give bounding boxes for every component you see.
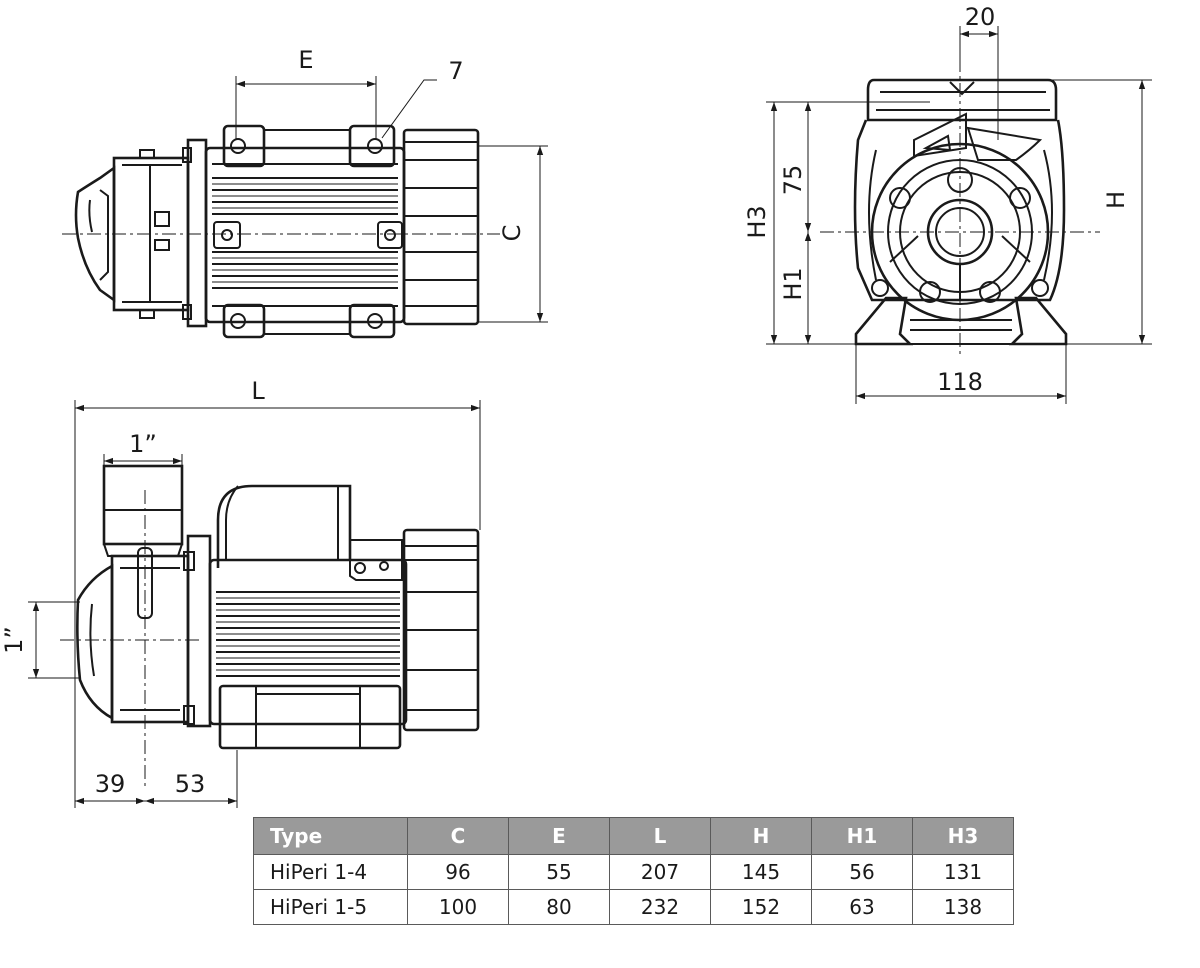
table-header-type: Type [253, 817, 408, 855]
table-header-h1: H1 [811, 817, 913, 855]
table-cell-type: HiPeri 1-5 [253, 889, 408, 925]
dimension-20 [959, 26, 999, 140]
dim-label-1in-side: 1” [0, 626, 28, 654]
dim-label-20: 20 [965, 3, 996, 31]
pump-front-view [820, 58, 1100, 354]
dimensions-table: Type C E L H H1 H3 HiPeri 1-4 96 55 207 … [253, 817, 1014, 925]
dimension-E [235, 76, 377, 140]
dim-label-L: L [251, 377, 265, 405]
table-header-row: Type C E L H H1 H3 [253, 817, 1014, 855]
table-header-h3: H3 [912, 817, 1014, 855]
dim-label-53: 53 [175, 770, 206, 798]
dimension-39-53 [74, 600, 238, 808]
table-header-h: H [710, 817, 812, 855]
table-cell-c: 100 [407, 889, 509, 925]
dimension-1in-top [103, 454, 183, 466]
dimension-H3 [766, 101, 930, 345]
dimension-118 [855, 344, 1067, 404]
dim-label-118: 118 [937, 368, 983, 396]
dim-label-H: H [1102, 191, 1130, 209]
dim-label-75: 75 [779, 165, 807, 196]
dim-label-E: E [298, 46, 313, 74]
motor-fins-top [212, 177, 398, 289]
table-cell-e: 55 [508, 854, 610, 890]
dimension-H [1048, 79, 1152, 345]
table-cell-h1: 63 [811, 889, 913, 925]
table-cell-h3: 138 [912, 889, 1014, 925]
dim-label-7: 7 [448, 57, 463, 85]
dimension-1in-side [28, 601, 80, 679]
table-header-e: E [508, 817, 610, 855]
dim-label-1in-top: 1” [129, 430, 157, 458]
table-cell-h3: 131 [912, 854, 1014, 890]
table-header-c: C [407, 817, 509, 855]
table-cell-l: 207 [609, 854, 711, 890]
table-row: HiPeri 1-4 96 55 207 145 56 131 [253, 854, 1014, 890]
dim-label-C: C [498, 225, 526, 242]
dimension-L [74, 400, 481, 600]
dim-label-H1: H1 [779, 267, 807, 300]
table-cell-h: 152 [710, 889, 812, 925]
table-cell-h1: 56 [811, 854, 913, 890]
motor-fins-side [216, 591, 400, 677]
dim-label-H3: H3 [743, 205, 771, 238]
table-header-l: L [609, 817, 711, 855]
table-cell-h: 145 [710, 854, 812, 890]
table-cell-type: HiPeri 1-4 [253, 854, 408, 890]
dimension-C [478, 145, 548, 323]
leader-7 [381, 79, 437, 139]
dim-label-39: 39 [95, 770, 126, 798]
table-cell-l: 232 [609, 889, 711, 925]
pump-top-view [62, 124, 500, 339]
table-cell-e: 80 [508, 889, 610, 925]
pump-side-view [60, 464, 480, 790]
table-cell-c: 96 [407, 854, 509, 890]
table-row: HiPeri 1-5 100 80 232 152 63 138 [253, 889, 1014, 925]
